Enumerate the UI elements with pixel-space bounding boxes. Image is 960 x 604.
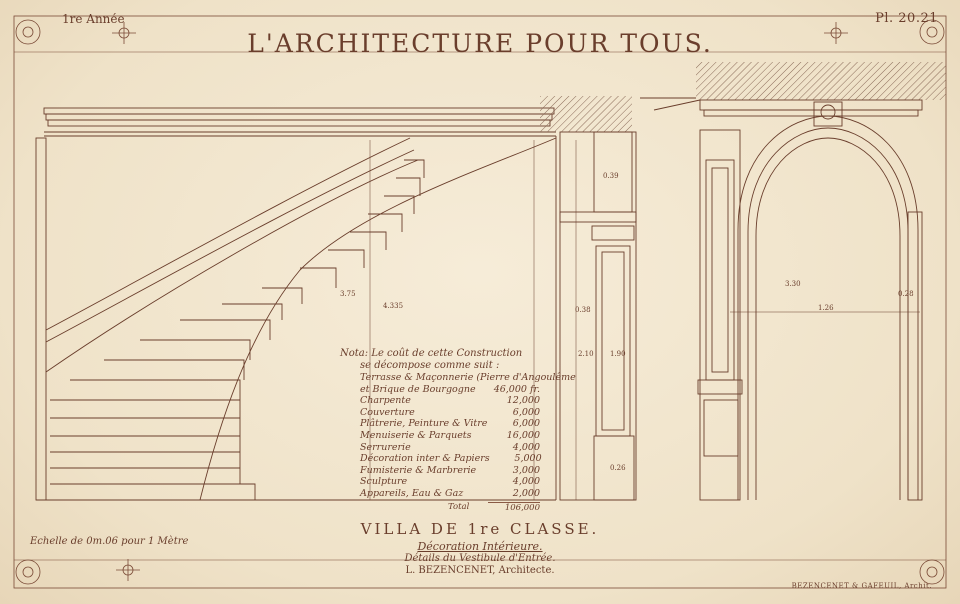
printer-credit: BEZENCENET & GAFEUIL, Archit. [791, 582, 932, 590]
dim-pilaster-base: 0.26 [610, 464, 626, 472]
villa-title: VILLA DE 1re CLASSE. [360, 520, 600, 538]
architect-credit: L. BEZENCENET, Architecte. [405, 565, 555, 576]
dim-stair-height: 4.335 [383, 302, 404, 310]
dim-pilaster-mid: 2.10 [578, 350, 594, 358]
dim-arch-width: 1.26 [818, 304, 834, 312]
cost-table: Terrasse & Maçonnerie (Pierre d'Angoulêm… [360, 372, 576, 514]
scale-note: Echelle de 0m.06 pour 1 Mètre [30, 536, 189, 547]
dim-pilaster-gap: 0.38 [575, 306, 591, 314]
details-subtitle: Détails du Vestibule d'Entrée. [404, 553, 556, 564]
dim-pilaster-low: 1.90 [610, 350, 626, 358]
archway-elevation [640, 97, 923, 501]
plate-number: Pl. 20.21 [875, 11, 938, 26]
wall-section-hatch [540, 96, 632, 132]
decoration-subtitle: Décoration Intérieure. [417, 540, 543, 553]
cost-row: Terrasse & Maçonnerie (Pierre d'Angoulêm… [360, 372, 576, 383]
dim-arch-right: 0.28 [898, 290, 914, 298]
cost-note: Nota: Le coût de cette Construction se d… [340, 348, 540, 372]
plate-border [13, 15, 947, 589]
issue-label: 1re Année [62, 12, 125, 26]
note-line-2: se décompose comme suit : [360, 360, 500, 371]
journal-title: L'ARCHITECTURE POUR TOUS. [247, 29, 713, 58]
pilaster-elevation [559, 131, 637, 501]
dim-stair-rise: 3.75 [340, 290, 356, 298]
star-ornament-icon [112, 22, 848, 581]
corner-ornament-icon [15, 19, 945, 585]
ceiling-section-hatch [696, 62, 946, 100]
note-label: Nota: [340, 348, 369, 359]
dim-arch-height: 3.30 [785, 280, 801, 288]
dim-pilaster-top: 0.39 [603, 172, 619, 180]
note-line-1: Le coût de cette Construction [371, 348, 523, 359]
